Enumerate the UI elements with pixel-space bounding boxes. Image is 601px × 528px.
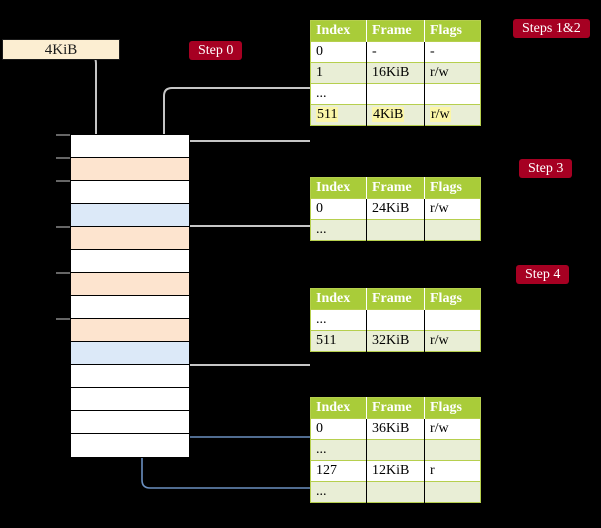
cell-frame: 16KiB — [366, 62, 425, 84]
frame-tick-2 — [56, 180, 70, 182]
cell-frame — [366, 309, 425, 331]
cell-index: ... — [310, 481, 367, 503]
memory-frame-2 — [56, 180, 189, 204]
table-row: ... — [310, 309, 481, 331]
highlighted-value: r/w — [430, 107, 451, 122]
cell-frame — [366, 83, 425, 105]
cell-flags — [424, 481, 481, 503]
physical-memory-column — [56, 134, 190, 458]
cell-flags — [424, 439, 481, 461]
memory-frame-7 — [71, 296, 189, 319]
cell-index: 0 — [310, 198, 367, 220]
memory-frame-12 — [71, 411, 189, 434]
column-header-flags: Flags — [424, 177, 481, 199]
cell-flags: - — [424, 41, 481, 63]
table-row: ... — [310, 83, 481, 105]
column-header-index: Index — [310, 177, 367, 199]
wire-l3-24kib-to-frame — [168, 225, 310, 270]
badge-step-0: Step 0 — [189, 41, 243, 60]
cell-index: 127 — [310, 460, 367, 482]
frame-tick-4 — [56, 226, 70, 228]
cell-index: 511 — [310, 330, 367, 352]
memory-frame-1 — [56, 157, 189, 181]
column-header-flags: Flags — [424, 288, 481, 310]
frame-tick-0 — [56, 134, 70, 136]
memory-frame-0 — [56, 134, 189, 158]
cell-flags: r/w — [424, 418, 481, 440]
cell-frame: 24KiB — [366, 198, 425, 220]
cell-frame — [366, 219, 425, 241]
table-row: ... — [310, 219, 481, 241]
badge-step-3: Step 3 — [519, 159, 573, 178]
frame-size-label: 4KiB — [2, 39, 120, 60]
highlighted-value: 511 — [316, 107, 339, 122]
memory-frame-8 — [56, 318, 189, 342]
cell-flags: r/w — [424, 330, 481, 352]
column-header-index: Index — [310, 397, 367, 419]
cell-frame: 32KiB — [366, 330, 425, 352]
cell-frame — [366, 439, 425, 461]
frame-tick-8 — [56, 318, 70, 320]
wire-l2-32kib-to-frame — [170, 308, 310, 366]
cell-flags — [424, 83, 481, 105]
table-row: ... — [310, 439, 481, 461]
cell-flags: r — [424, 460, 481, 482]
cell-index: ... — [310, 83, 367, 105]
cell-frame: - — [366, 41, 425, 63]
table-row: ... — [310, 481, 481, 503]
cell-index: 0 — [310, 41, 367, 63]
memory-frame-9 — [71, 342, 189, 365]
column-header-flags: Flags — [424, 20, 481, 42]
cell-flags: r/w — [424, 198, 481, 220]
column-header-frame: Frame — [366, 288, 425, 310]
memory-frame-4 — [56, 226, 189, 250]
cell-frame — [366, 481, 425, 503]
cell-frame: 36KiB — [366, 418, 425, 440]
highlighted-value: 4KiB — [372, 107, 405, 122]
memory-frame-13 — [71, 434, 189, 457]
memory-frame-10 — [71, 365, 189, 388]
memory-frame-5 — [71, 250, 189, 273]
frame-tick-1 — [56, 157, 70, 159]
column-header-index: Index — [310, 20, 367, 42]
cell-frame: 4KiB — [366, 104, 425, 126]
badge-step-4: Step 4 — [516, 265, 570, 284]
cell-index: 0 — [310, 418, 367, 440]
column-header-index: Index — [310, 288, 367, 310]
cell-index: 511 — [310, 104, 367, 126]
cell-flags: r/w — [424, 104, 481, 126]
memory-frame-6 — [56, 272, 189, 296]
cell-frame: 12KiB — [366, 460, 425, 482]
badge-steps-1-2: Steps 1&2 — [513, 19, 590, 38]
column-header-frame: Frame — [366, 177, 425, 199]
cell-flags — [424, 219, 481, 241]
column-header-flags: Flags — [424, 397, 481, 419]
column-header-frame: Frame — [366, 20, 425, 42]
memory-frame-3 — [71, 204, 189, 227]
frame-tick-6 — [56, 272, 70, 274]
cell-index: 1 — [310, 62, 367, 84]
cell-index: ... — [310, 439, 367, 461]
cell-index: ... — [310, 309, 367, 331]
cell-flags: r/w — [424, 62, 481, 84]
cell-index: ... — [310, 219, 367, 241]
table-row: 511 4KiB r/w — [310, 104, 481, 126]
column-header-frame: Frame — [366, 397, 425, 419]
memory-frame-11 — [71, 388, 189, 411]
table-row: 0-- — [310, 41, 481, 63]
cell-flags — [424, 309, 481, 331]
